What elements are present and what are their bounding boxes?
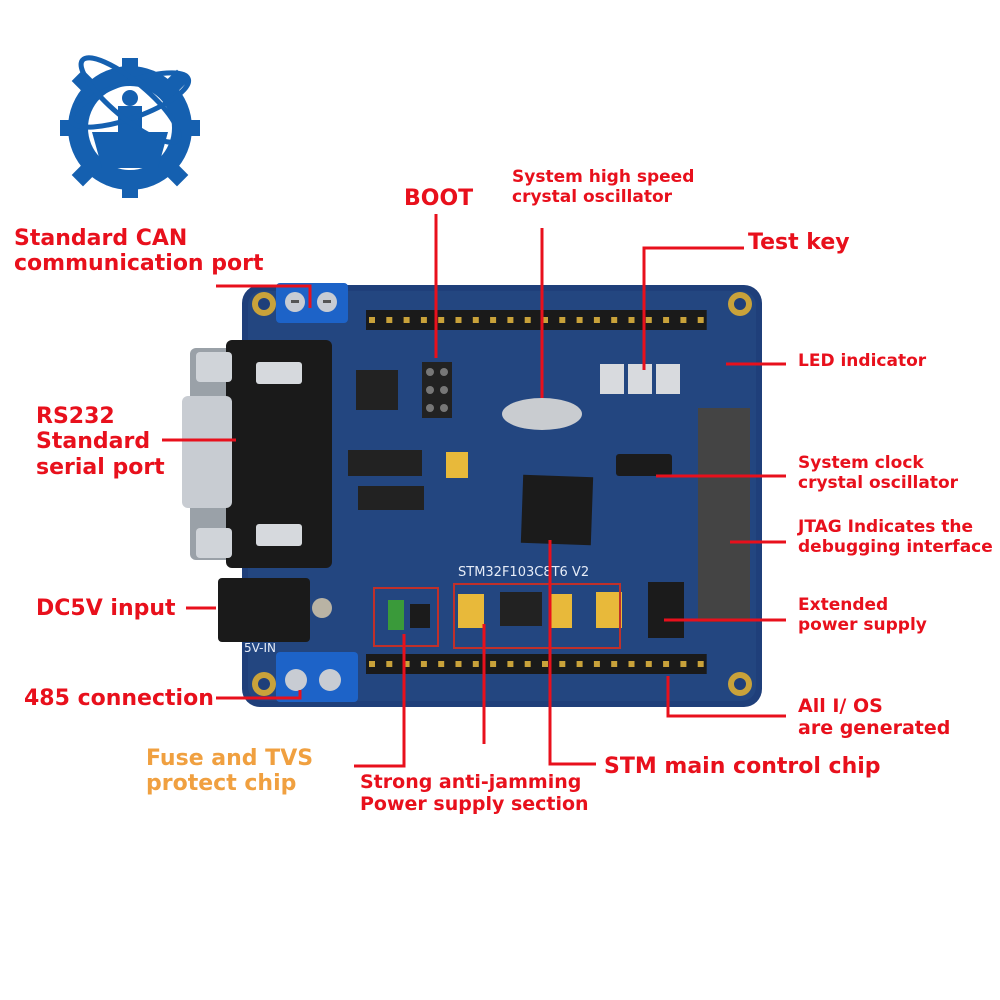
header-pin [369, 661, 375, 667]
top-pin-header [366, 310, 707, 330]
label-dc5v: DC5V input [36, 596, 176, 621]
dc-power-jack [218, 578, 332, 642]
header-pin [593, 317, 600, 323]
label-rs485: 485 connection [24, 686, 214, 711]
header-pin [663, 661, 670, 667]
header-pin [697, 317, 704, 323]
label-hs-osc-line2: crystal oscillator [512, 186, 673, 207]
label-sys-clock-line2: crystal oscillator [798, 472, 959, 493]
label-jtag: JTAG Indicates the debugging interface [798, 517, 993, 557]
label-all-io-line1: All I/ OS [798, 695, 883, 717]
label-test-key: Test key [748, 230, 850, 255]
label-rs232: RS232 Standard serial port [36, 404, 165, 480]
db9-serial-connector [182, 340, 332, 568]
header-pin [680, 317, 687, 323]
label-led: LED indicator [798, 351, 927, 372]
bottom-pin-header [366, 654, 707, 674]
label-anti-jam: Strong anti-jamming Power supply section [360, 771, 589, 816]
header-base [366, 654, 707, 674]
header-pin [403, 317, 410, 323]
header-pin [663, 317, 670, 323]
label-boot: BOOT [404, 186, 473, 211]
label-dc5v-line1: DC5V input [36, 596, 176, 621]
label-sys-clock: System clock crystal oscillator [798, 453, 959, 493]
header-pin [386, 317, 393, 323]
header-pin [645, 661, 652, 667]
label-led-line1: LED indicator [798, 351, 927, 371]
header-pin [507, 317, 514, 323]
header-pin [455, 661, 462, 667]
header-pin [403, 661, 410, 667]
company-logo [60, 55, 200, 198]
label-ext-power-line2: power supply [798, 614, 927, 635]
header-pin [542, 317, 548, 323]
label-fuse-line1: Fuse and TVS [146, 746, 314, 771]
header-pin [680, 661, 687, 667]
header-pin [472, 661, 479, 667]
components: STM32F103C8T6 V2 5V-IN [244, 362, 750, 655]
header-pin [611, 661, 618, 667]
header-pin [628, 317, 635, 323]
leader-lines [162, 214, 786, 768]
label-ext-power-line1: Extended [798, 595, 889, 615]
label-rs232-line2: Standard [36, 429, 151, 455]
header-pin [438, 317, 445, 323]
label-stm-chip: STM main control chip [604, 754, 881, 779]
header-pin [524, 661, 531, 667]
label-fuse-line2: protect chip [146, 771, 297, 797]
header-pin [593, 661, 600, 667]
header-pin [576, 661, 583, 667]
label-jtag-line2: debugging interface [798, 536, 993, 557]
header-pin [524, 317, 531, 323]
label-boot-line1: BOOT [404, 186, 474, 211]
header-base [366, 310, 707, 330]
header-pin [697, 661, 704, 667]
header-pin [420, 661, 427, 667]
header-pin [559, 661, 566, 667]
can-terminal-block [276, 283, 348, 323]
header-pin [645, 317, 652, 323]
header-pin [420, 317, 427, 323]
power-jack-label: 5V-IN [244, 641, 276, 655]
label-hs-osc-line1: System high speed [512, 167, 695, 187]
header-pin [628, 661, 635, 667]
header-pin [490, 661, 497, 667]
label-fuse: Fuse and TVS protect chip [146, 746, 313, 797]
label-can-port-line2: communication port [14, 251, 264, 277]
label-test-key-line1: Test key [748, 230, 850, 255]
header-pin [438, 661, 445, 667]
label-jtag-line1: JTAG Indicates the [798, 517, 974, 537]
header-pin [542, 661, 548, 667]
label-sys-clock-line1: System clock [798, 453, 924, 473]
chip-marking: STM32F103C8T6 V2 [458, 565, 589, 580]
rs485-terminal-block [276, 652, 358, 702]
header-pin [611, 317, 618, 323]
label-ext-power: Extended power supply [798, 595, 927, 635]
header-pin [369, 317, 375, 323]
label-all-io-line2: are generated [798, 716, 951, 739]
label-stm-chip-line1: STM main control chip [604, 754, 881, 779]
label-can-port: Standard CAN communication port [14, 226, 263, 277]
header-pin [386, 661, 393, 667]
label-can-port-line1: Standard CAN [14, 226, 188, 251]
header-pin [490, 317, 497, 323]
header-pin [559, 317, 566, 323]
label-rs485-line1: 485 connection [24, 686, 214, 711]
label-rs232-line1: RS232 [36, 404, 115, 429]
label-all-io: All I/ OS are generated [798, 695, 951, 740]
label-anti-jam-line1: Strong anti-jamming [360, 771, 582, 793]
label-anti-jam-line2: Power supply section [360, 792, 589, 815]
label-rs232-line3: serial port [36, 454, 165, 480]
header-pin [507, 661, 514, 667]
header-pin [576, 317, 583, 323]
label-hs-osc: System high speed crystal oscillator [512, 167, 695, 207]
header-pin [455, 317, 462, 323]
header-pin [472, 317, 479, 323]
